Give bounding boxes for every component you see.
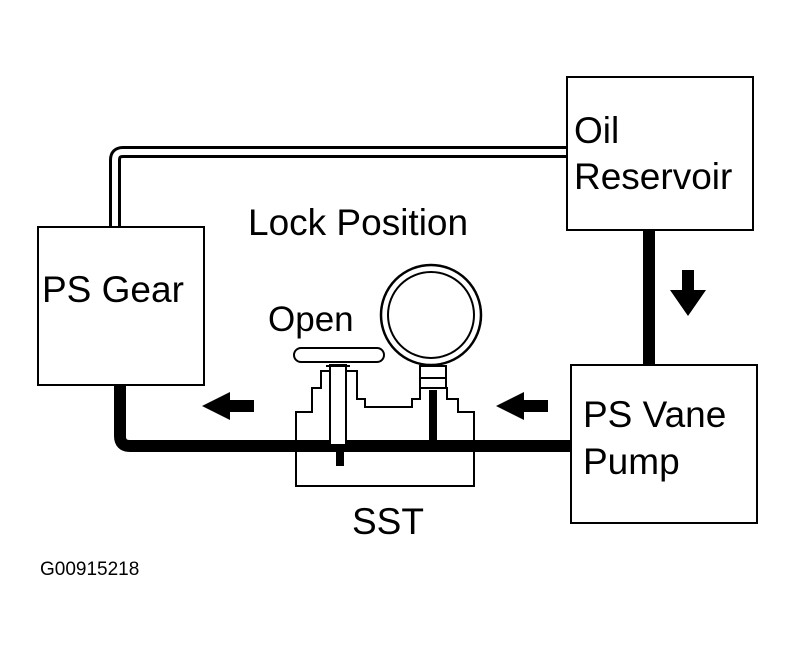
ps-gear-box xyxy=(37,226,205,386)
oil-reservoir-box xyxy=(566,76,754,231)
lock-position-label: Lock Position xyxy=(248,202,469,243)
arrow-left-icon xyxy=(496,392,548,420)
arrow-left-icon xyxy=(202,392,254,420)
figure-id: G00915218 xyxy=(40,559,140,580)
oil-reservoir-label-line2: Reservoir xyxy=(574,156,733,197)
sst-label: SST xyxy=(352,501,424,542)
sst-body xyxy=(295,370,475,487)
ps-vane-pump-label-line1: PS Vane xyxy=(583,394,727,435)
pressure-gauge-icon xyxy=(379,263,483,367)
valve-handle xyxy=(293,347,385,363)
ps-vane-pump-box xyxy=(570,364,758,524)
arrow-down-icon xyxy=(670,270,706,316)
open-label: Open xyxy=(268,300,354,339)
ps-vane-pump-label-line2: Pump xyxy=(583,441,680,482)
ps-gear-label: PS Gear xyxy=(42,269,184,310)
return-hose-inner xyxy=(112,149,567,227)
valve-stem xyxy=(329,364,347,446)
pressure-hose xyxy=(114,385,571,452)
oil-reservoir-label-line1: Oil xyxy=(574,110,620,151)
